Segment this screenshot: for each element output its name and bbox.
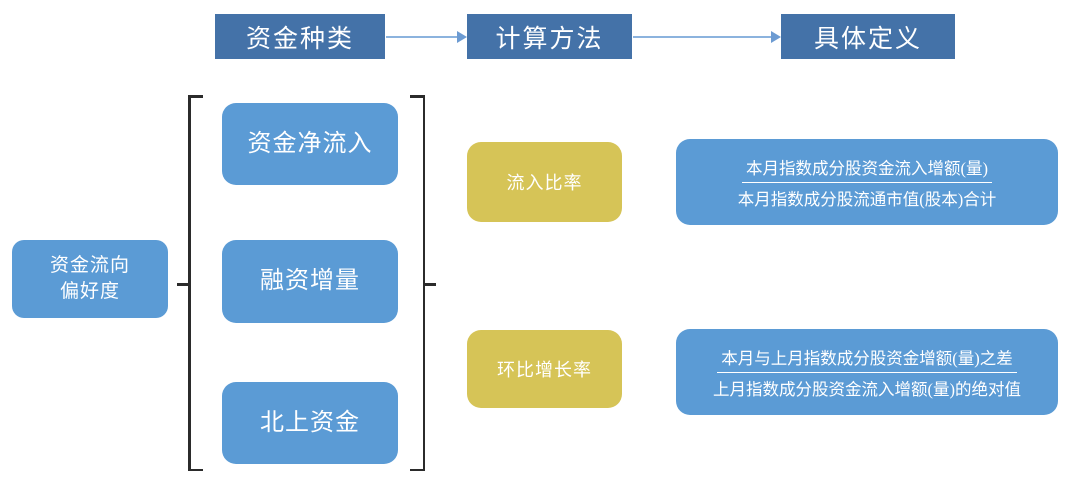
bracket-left <box>177 95 203 471</box>
fund-type-box-northbound-capital: 北上资金 <box>222 382 398 464</box>
formula-denominator: 上月指数成分股资金流入增额(量)的绝对值 <box>713 379 1021 399</box>
bracket-stem <box>188 95 191 471</box>
bracket-tip-bottom <box>410 468 425 471</box>
method-box-inflow-ratio: 流入比率 <box>467 142 622 222</box>
fund-type-box-net-capital-inflow: 资金净流入 <box>222 103 398 185</box>
root-node-line-1: 资金流向 <box>49 255 130 277</box>
bracket-tip-top <box>188 95 203 98</box>
arrow-shaft <box>386 36 458 38</box>
root-node-capital-flow-preference: 资金流向 偏好度 <box>12 240 168 318</box>
bracket-right <box>410 95 436 471</box>
bracket-connector-nub <box>177 283 188 286</box>
definition-box-inflow-ratio-formula: 本月指数成分股资金流入增额(量) 本月指数成分股流通市值(股本)合计 <box>676 139 1058 225</box>
bracket-connector-nub <box>425 283 436 286</box>
formula-numerator: 本月与上月指数成分股资金增额(量)之差 <box>717 345 1017 373</box>
arrow-head <box>457 31 467 43</box>
header-box-calculation-method: 计算方法 <box>467 14 632 59</box>
header-box-fund-types: 资金种类 <box>215 14 385 59</box>
bracket-stem <box>422 95 425 471</box>
method-box-month-over-month-growth-rate: 环比增长率 <box>467 330 622 408</box>
arrow-shaft <box>633 36 772 38</box>
arrow-method-to-definition <box>633 30 781 44</box>
arrow-funds-to-method <box>386 30 467 44</box>
formula-denominator: 本月指数成分股流通市值(股本)合计 <box>737 189 997 209</box>
bracket-tip-top <box>410 95 425 98</box>
header-box-specific-definition: 具体定义 <box>781 14 955 59</box>
root-node-line-2: 偏好度 <box>59 281 120 302</box>
fund-type-box-margin-financing-increase: 融资增量 <box>222 240 398 323</box>
bracket-tip-bottom <box>188 468 203 471</box>
arrow-head <box>771 31 781 43</box>
definition-box-growth-rate-formula: 本月与上月指数成分股资金增额(量)之差 上月指数成分股资金流入增额(量)的绝对值 <box>676 329 1058 415</box>
formula-numerator: 本月指数成分股资金流入增额(量) <box>742 155 992 183</box>
